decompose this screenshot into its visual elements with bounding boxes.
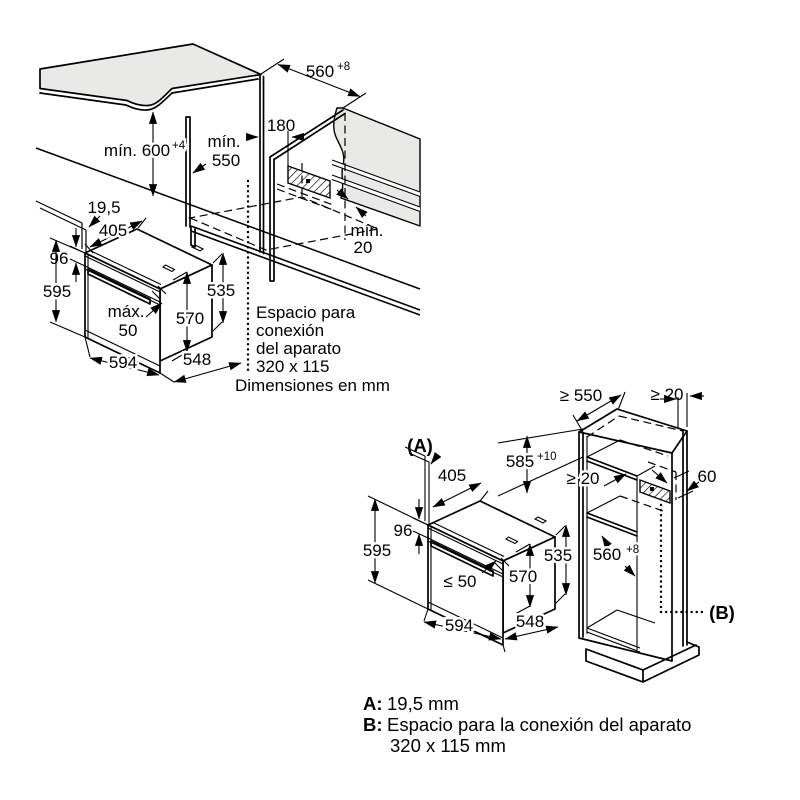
note-connection-l1: Espacio para	[256, 303, 356, 322]
dimension-lines-1	[49, 58, 368, 383]
connection-dot	[306, 179, 310, 183]
dim-d1-door-height: 570	[176, 309, 204, 328]
niche-structure	[185, 73, 346, 282]
note-units: Dimensiones en mm	[235, 376, 390, 395]
connection-area-hatched-2	[639, 478, 671, 505]
connection-dot-2	[650, 487, 654, 491]
base-cabinet-lines	[35, 147, 421, 316]
tall-cabinet-diagram: (A) ≥ 550 ≥ 20 585 +10 ≥ 20 60 405 96 59…	[360, 385, 735, 683]
dim-d2-top-depth: 405	[438, 466, 466, 485]
dim-d1-handle-l2: 50	[119, 321, 138, 340]
dim-d2-shelf-gap: ≥ 20	[567, 469, 600, 488]
dim-d1-handle-l1: máx.	[108, 302, 145, 321]
dim-d2-conn-height: 60	[698, 467, 717, 486]
dim-d1-front-offset: 19,5	[87, 198, 120, 217]
dim-d1-conn-offset: 180	[267, 116, 295, 135]
dim-d1-niche-height: mín. 600	[104, 141, 170, 160]
label-a-marker: (A)	[407, 435, 433, 456]
legend-b-value-cont: 320 x 115 mm	[390, 735, 506, 756]
dim-d2-niche-height-sup: +8	[626, 544, 639, 556]
note-connection-l4: 320 x 115	[256, 357, 329, 376]
under-counter-diagram: 560 +8 mín. 600 +4 mín. 550 180 mín. 20 …	[35, 43, 421, 395]
legend-b-key: B:	[363, 714, 383, 735]
dim-d1-oven-height: 595	[43, 282, 71, 301]
label-b-marker: (B)	[709, 602, 735, 623]
dim-d2-niche-top: 585	[506, 452, 534, 471]
dim-d2-oven-height: 595	[363, 541, 391, 560]
note-connection-l3: del aparato	[256, 339, 341, 358]
connection-leader-dotted-2	[659, 503, 704, 614]
dim-d2-cab-depth: ≥ 550	[560, 386, 602, 405]
dim-d1-casing-depth: 548	[183, 350, 211, 369]
legend: A: 19,5 mm B: Espacio para la conexión d…	[363, 693, 691, 756]
dim-d2-panel-height: 96	[394, 521, 413, 540]
dim-d1-oven-width: 594	[109, 353, 137, 372]
legend-b-value: Espacio para la conexión del aparato	[387, 714, 691, 735]
countertop-surface	[39, 43, 262, 107]
counter-front-edge	[39, 78, 259, 111]
dim-d1-niche-height-sup: +4	[172, 140, 186, 152]
dim-d2-handle: ≤ 50	[444, 572, 477, 591]
dim-d2-niche-height: 560	[593, 545, 621, 564]
dim-d1-niche-width: 560	[306, 62, 334, 81]
dim-d2-top-gap: ≥ 20	[651, 385, 684, 404]
dim-d2-door-height: 570	[509, 567, 537, 586]
dim-d2-casing-height: 535	[544, 546, 572, 565]
dim-d1-depth-l1: mín.	[207, 132, 240, 151]
dim-d1-rear-gap-l1: mín.	[350, 221, 383, 240]
dim-d1-niche-width-sup: +8	[337, 61, 350, 73]
legend-a-key: A:	[363, 693, 383, 714]
dim-d1-panel-height: 96	[50, 249, 69, 268]
note-connection-l2: conexión	[256, 321, 324, 340]
dim-d1-casing-height: 535	[207, 281, 235, 300]
dim-d2-niche-top-sup: +10	[537, 451, 557, 463]
dim-d1-top-depth: 405	[99, 221, 127, 240]
dim-d2-oven-width: 594	[445, 616, 473, 635]
rear-gap-beams	[331, 159, 421, 213]
legend-a-value: 19,5 mm	[387, 693, 459, 714]
oven-drawing-2	[427, 500, 556, 646]
dim-d2-casing-depth: 548	[516, 612, 544, 631]
dimension-lines-2	[367, 391, 704, 653]
dim-d1-rear-gap-l2: 20	[354, 238, 373, 257]
dim-d1-depth-l2: 550	[212, 151, 240, 170]
